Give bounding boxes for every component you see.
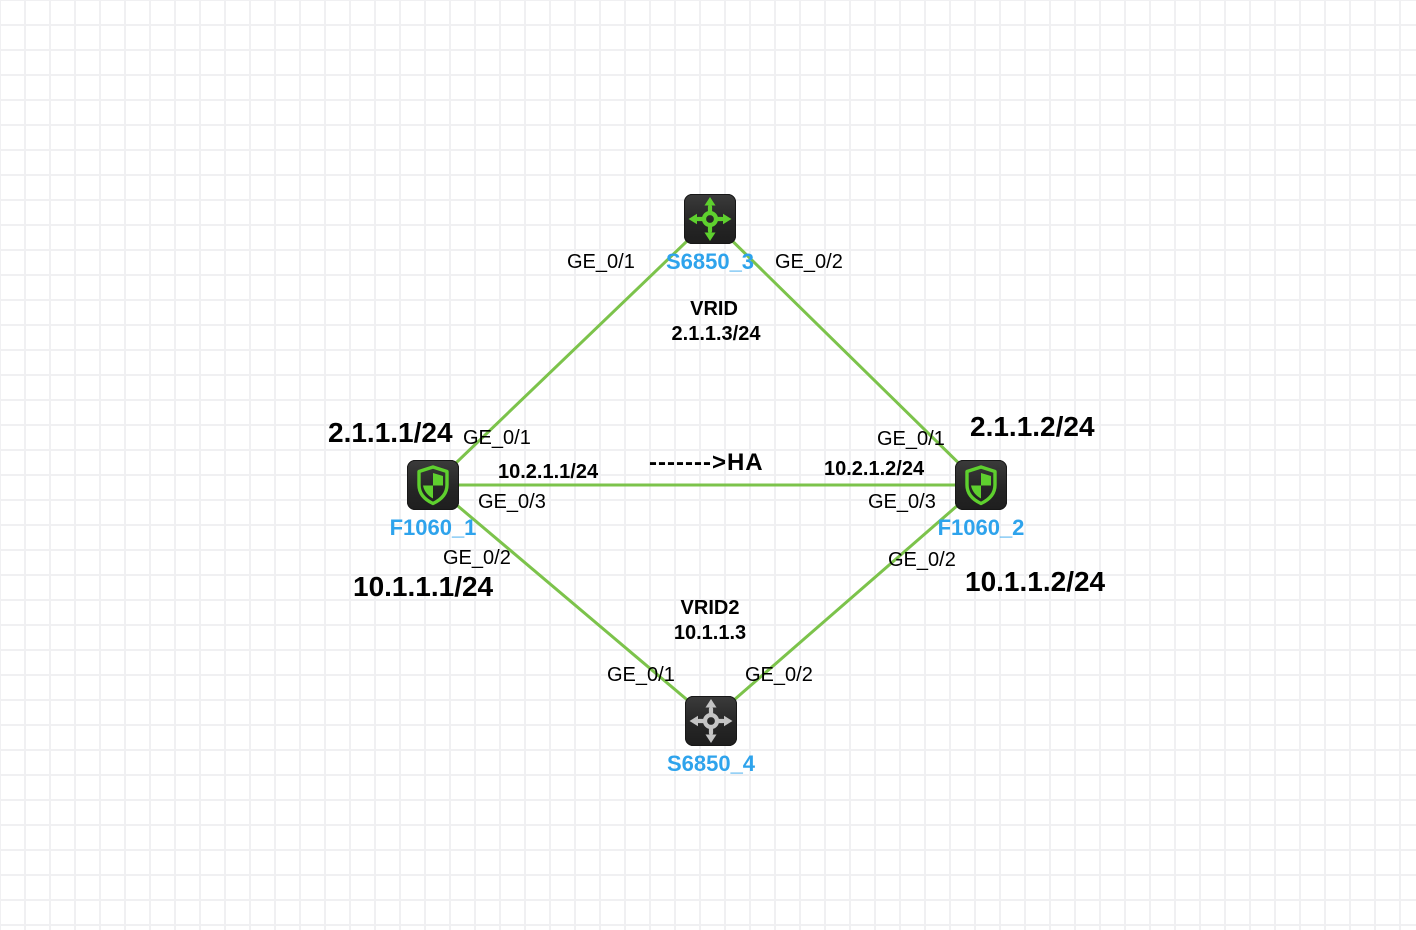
annotation-ip-2-1-1-1: 2.1.1.1/24 (328, 417, 453, 448)
device-f1060_2[interactable]: F1060_2 (938, 460, 1024, 540)
link-s6850_3-f1060_2[interactable] (708, 217, 983, 487)
annotation-ip-2-1-1-2: 2.1.1.2/24 (970, 411, 1095, 442)
firewall-icon (955, 460, 1007, 510)
annotation-ip-10-2-1-2: 10.2.1.2/24 (824, 458, 925, 480)
port-label-s6850_4-ge0-2: GE_0/2 (745, 664, 813, 686)
device-f1060_1[interactable]: F1060_1 (390, 460, 476, 540)
link-f1060_1-s6850_3[interactable] (431, 217, 712, 487)
switch-icon (684, 194, 736, 244)
device-label: S6850_4 (666, 751, 756, 776)
port-label-s6850_4-ge0-1: GE_0/1 (607, 664, 675, 686)
port-label-s6850_3-ge0-1: GE_0/1 (567, 251, 635, 273)
device-s6850_4[interactable]: S6850_4 (667, 696, 755, 776)
device-s6850_3[interactable]: S6850_3 (666, 194, 754, 274)
annotation-vrid: VRID (690, 298, 738, 320)
port-label-f1060_1-ge0-2: GE_0/2 (443, 547, 511, 569)
port-label-f1060_1-ge0-3: GE_0/3 (478, 491, 546, 513)
annotation-vrid-ip: 2.1.1.3/24 (671, 323, 761, 345)
port-label-f1060_2-ge0-2: GE_0/2 (888, 549, 956, 571)
port-label-f1060_2-ge0-1: GE_0/1 (877, 428, 945, 450)
annotation-ha-arrow: ------->HA (649, 449, 764, 476)
device-label: F1060_2 (937, 515, 1025, 540)
port-label-f1060_2-ge0-3: GE_0/3 (868, 491, 936, 513)
annotation-ip-10-1-1-2: 10.1.1.2/24 (965, 566, 1106, 597)
annotation-ip-10-1-1-1: 10.1.1.1/24 (353, 571, 494, 602)
annotation-ip-10-2-1-1: 10.2.1.1/24 (498, 461, 599, 483)
port-label-f1060_1-ge0-1: GE_0/1 (463, 427, 531, 449)
annotation-vrid2: VRID2 (680, 597, 740, 619)
firewall-icon (407, 460, 459, 510)
switch-icon (685, 696, 737, 746)
annotation-vrid2-ip: 10.1.1.3 (673, 622, 747, 644)
link-f1060_2-s6850_4[interactable] (710, 483, 982, 722)
link-f1060_1-s6850_4[interactable] (432, 483, 712, 722)
port-label-s6850_3-ge0-2: GE_0/2 (775, 251, 843, 273)
device-label: F1060_1 (389, 515, 477, 540)
device-label: S6850_3 (665, 249, 755, 274)
